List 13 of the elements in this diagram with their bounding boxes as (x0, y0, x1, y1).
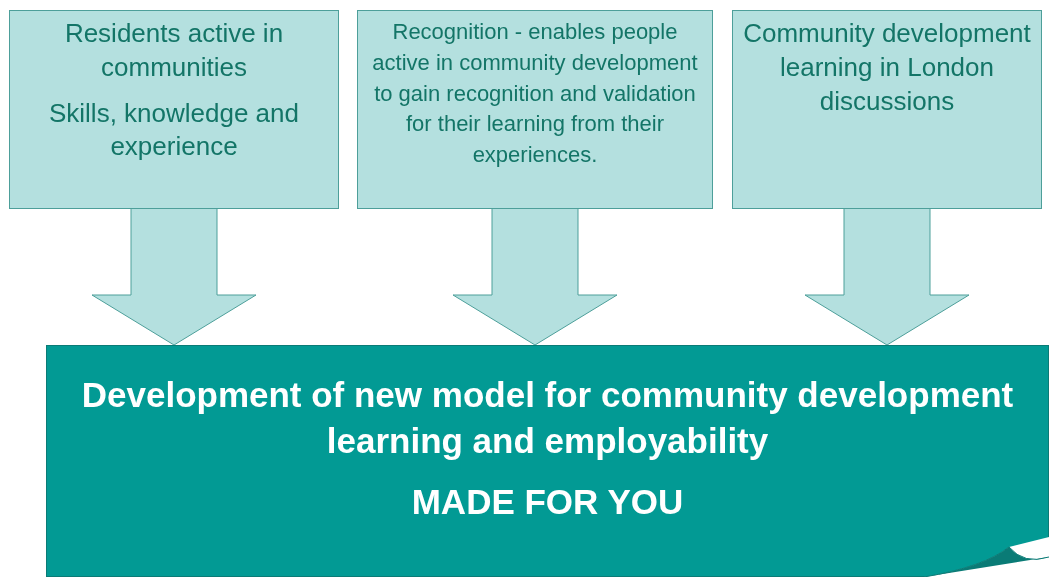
result-box (46, 345, 1049, 577)
input-text: Skills, knowledge and experience (47, 96, 300, 164)
result-text: Development of new model for community development learning and employability (80, 374, 1015, 462)
input-text: Recognition - enables people active in community development to gain recognition and validation for their learning from their experiences. (371, 18, 699, 170)
input-box (732, 10, 1042, 209)
block-arrow (91, 206, 257, 346)
block-arrow (452, 206, 618, 346)
input-box (9, 10, 339, 209)
input-text: Community development learning in London discussions (743, 17, 1031, 118)
input-box (357, 10, 713, 209)
result-text: MADE FOR YOU (411, 481, 684, 523)
input-text: Residents active in communities (63, 17, 285, 84)
block-arrow (804, 206, 970, 346)
